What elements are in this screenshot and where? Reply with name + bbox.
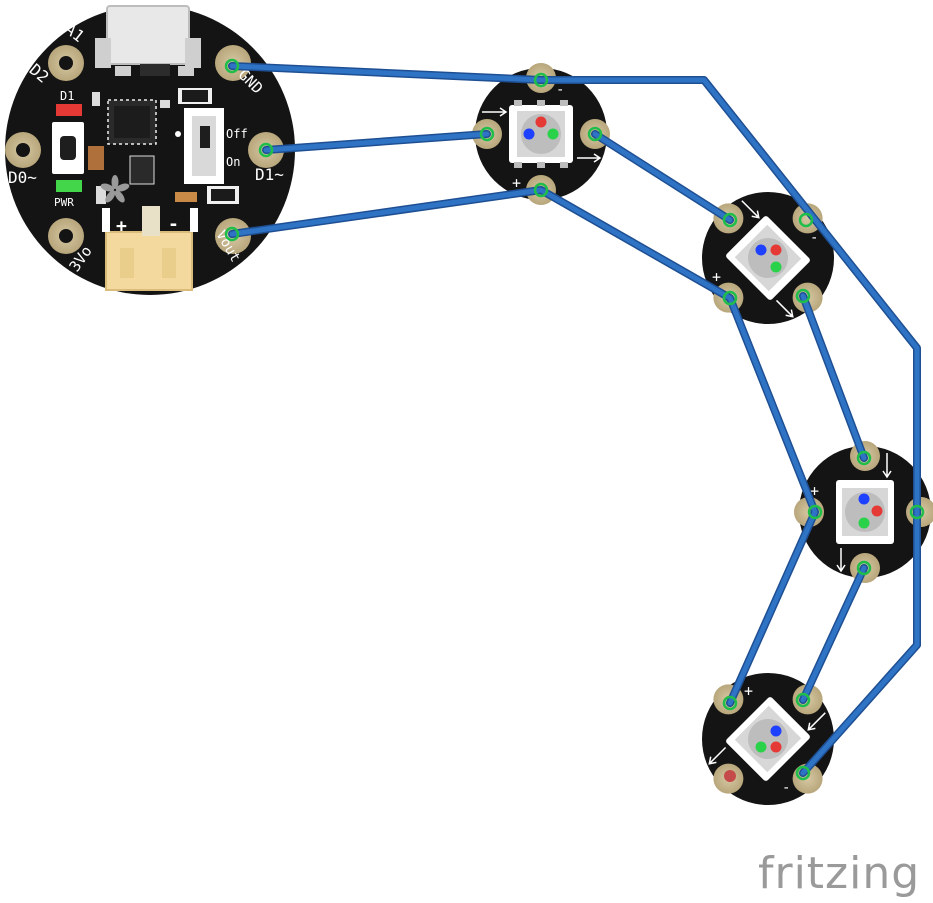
wire-data-3-4 (800, 565, 867, 703)
neopixel-3 (794, 441, 933, 583)
neopixel-2 (702, 192, 834, 324)
neopixel-1: + - (472, 63, 610, 205)
led-pwr-indicator (56, 180, 82, 192)
wire-gnd (229, 63, 920, 776)
connector-markers (224, 58, 925, 781)
wire-data-1-2 (592, 131, 733, 223)
pixel2-plus-label: + (712, 268, 721, 286)
wire-data (263, 131, 490, 153)
battery-connector (105, 231, 193, 291)
switch-off-label: Off (226, 127, 248, 141)
led-d1-indicator (56, 104, 82, 116)
gemma-board: A1 D2 GND D0~ D1~ 3Vo Vout D1 PWR Off On… (5, 5, 295, 295)
pixel2-minus-label: - (810, 230, 818, 246)
adafruit-flower-icon (100, 175, 130, 203)
pixel1-plus-label: + (512, 174, 521, 192)
wire-data-2-3 (800, 293, 867, 461)
pixel3-plus-label: + (810, 482, 819, 500)
usb-connector (106, 5, 190, 65)
battery-plus-label: + (116, 216, 127, 237)
wires (228, 62, 921, 777)
pin-label-d1: D1~ (255, 165, 284, 184)
led-d1-label: D1 (60, 89, 74, 103)
pixel4-plus-label: + (744, 682, 753, 700)
battery-minus-label: - (168, 214, 179, 235)
led-pwr-label: PWR (54, 196, 74, 209)
wire-vout (229, 187, 818, 706)
switch-on-label: On (226, 155, 240, 169)
pixel4-minus-label: - (782, 780, 790, 796)
fritzing-logo: fritzing (758, 848, 921, 899)
arrow-icon (482, 107, 602, 163)
pin-label-d0: D0~ (8, 168, 37, 187)
pixel1-minus-label: - (556, 82, 564, 98)
